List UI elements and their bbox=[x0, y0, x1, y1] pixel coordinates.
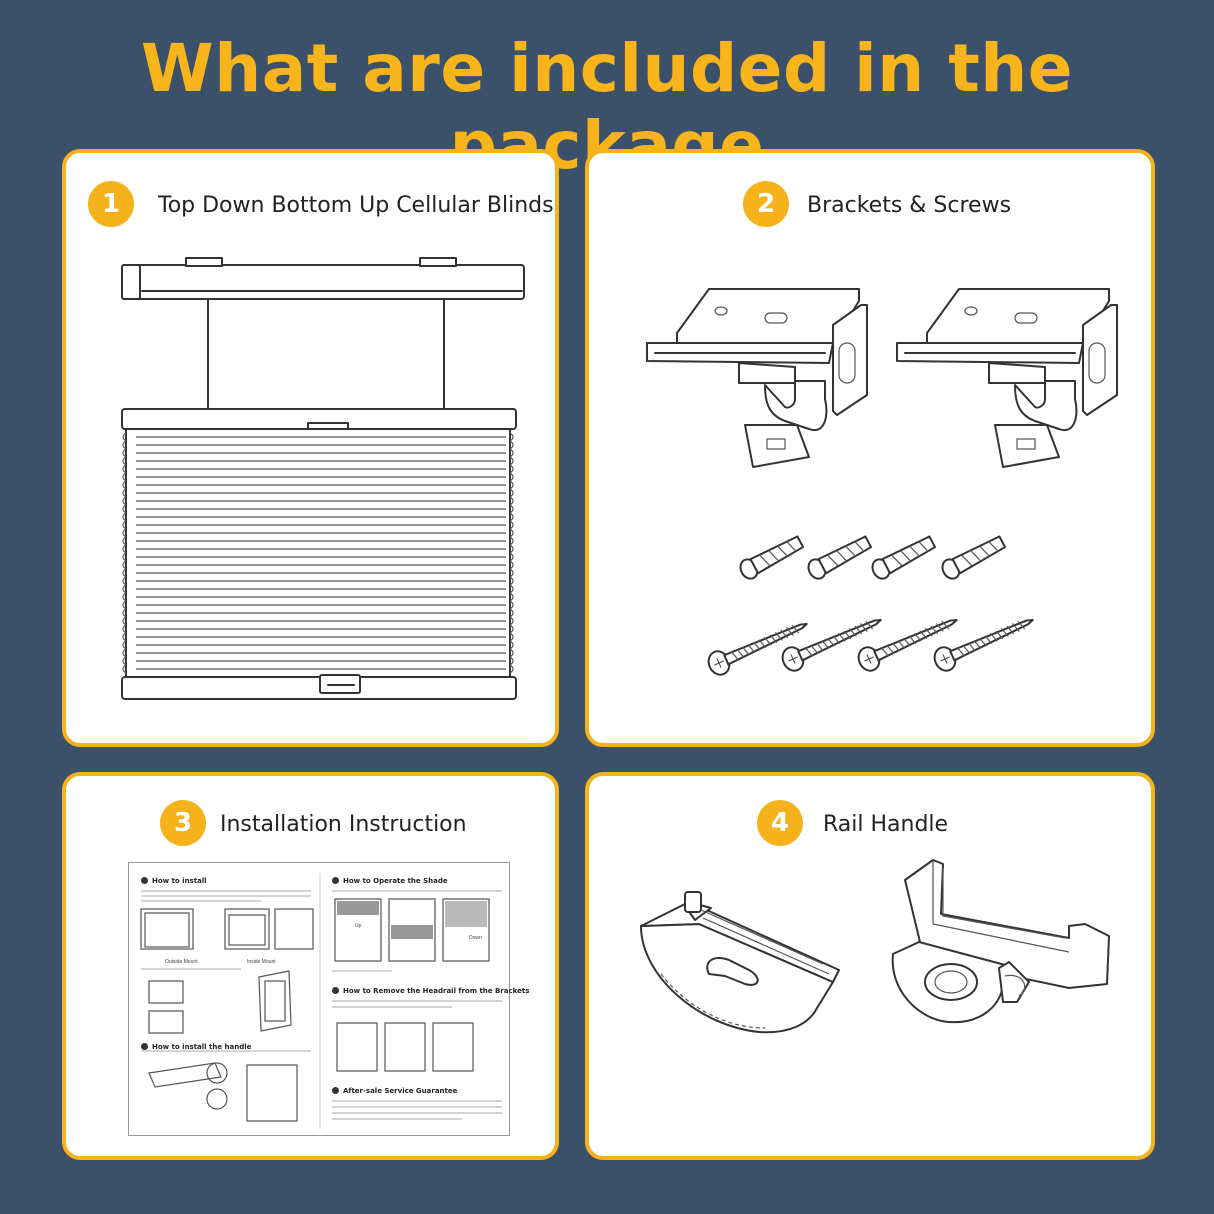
item-number-badge: 3 bbox=[160, 800, 206, 846]
cellular-blind-icon bbox=[121, 257, 525, 700]
mount-label: Outside Mount bbox=[165, 959, 198, 965]
item-number-badge: 2 bbox=[743, 181, 789, 227]
item-label: Top Down Bottom Up Cellular Blinds bbox=[158, 193, 554, 218]
section-heading: After-sale Service Guarantee bbox=[332, 1087, 457, 1095]
section-heading: How to install the handle bbox=[141, 1043, 251, 1051]
item-label: Installation Instruction bbox=[220, 812, 467, 837]
section-heading: How to Remove the Headrail from the Brac… bbox=[332, 987, 529, 995]
instruction-diagrams-icon bbox=[140, 873, 502, 1129]
item-card-blinds: 1 Top Down Bottom Up Cellular Blinds bbox=[62, 149, 559, 747]
item-card-brackets: 2 Brackets & Screws bbox=[585, 149, 1155, 747]
item-number-badge: 1 bbox=[88, 181, 134, 227]
section-heading: How to install bbox=[141, 877, 207, 885]
section-heading: How to Operate the Shade bbox=[332, 877, 448, 885]
item-number-badge: 4 bbox=[757, 800, 803, 846]
item-card-rail-handle: 4 Rail Handle bbox=[585, 772, 1155, 1160]
direction-label: Up bbox=[355, 923, 362, 929]
direction-label: Down bbox=[469, 935, 482, 941]
item-card-instructions: 3 Installation Instruction How to instal… bbox=[62, 772, 559, 1160]
rail-handle-icon bbox=[640, 859, 1110, 1034]
item-label: Brackets & Screws bbox=[807, 193, 1012, 218]
bracket-icon bbox=[646, 288, 1118, 676]
item-label: Rail Handle bbox=[823, 812, 949, 837]
instruction-sheet-icon: How to install How to Operate the Shade … bbox=[128, 862, 529, 1136]
mount-label: Inside Mount bbox=[247, 959, 276, 965]
page-title: What are included in the package bbox=[140, 30, 1074, 184]
